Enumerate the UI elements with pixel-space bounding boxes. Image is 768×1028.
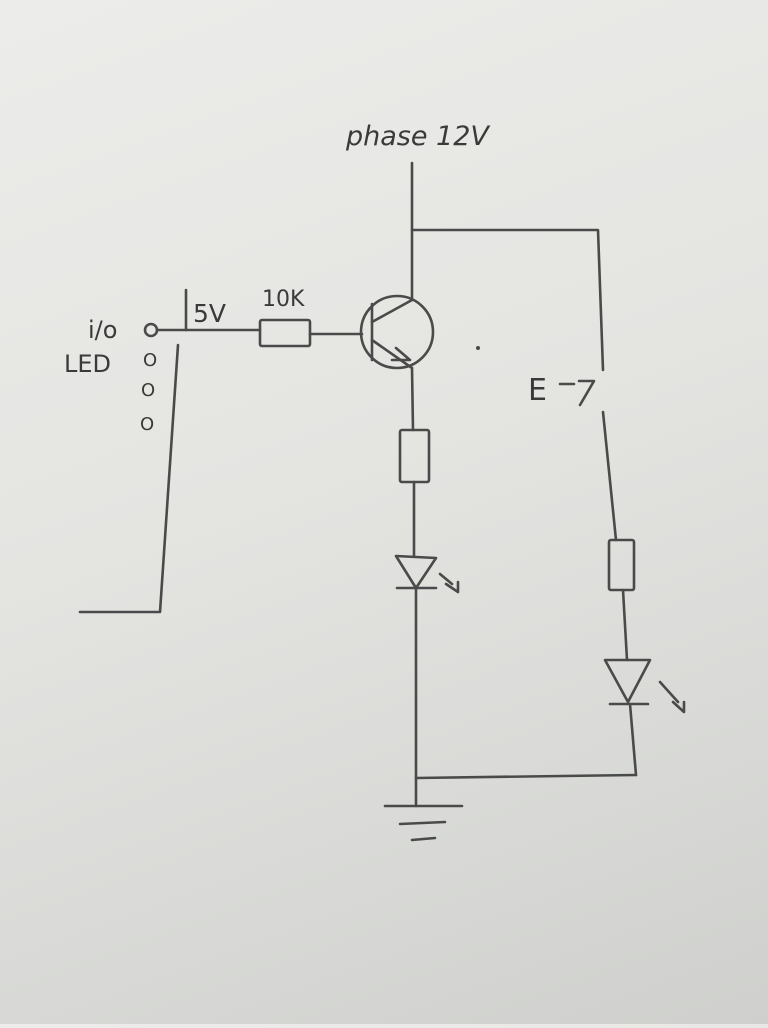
pin-label: O bbox=[140, 414, 154, 435]
npn-transistor-icon bbox=[359, 294, 435, 370]
emitter-wire bbox=[410, 366, 415, 432]
pen-dot bbox=[476, 346, 480, 350]
board-outline bbox=[78, 288, 188, 614]
io-label: i/o bbox=[88, 316, 117, 344]
led-icon bbox=[394, 554, 460, 594]
pin-label: O bbox=[141, 380, 155, 401]
switch-icon bbox=[558, 379, 596, 407]
resistor-value-label: 10K bbox=[262, 287, 305, 312]
io-pin-icon bbox=[143, 322, 159, 338]
supply-label: phase 12V bbox=[345, 121, 491, 152]
switch-label: E bbox=[528, 373, 547, 408]
return-wire bbox=[414, 773, 638, 780]
branch-wire-right-3 bbox=[628, 702, 638, 777]
resistor-icon bbox=[398, 428, 431, 484]
pin-label: O bbox=[143, 350, 157, 371]
branch-wire-top bbox=[410, 228, 605, 372]
resistor-icon bbox=[607, 538, 636, 592]
led-label: LED bbox=[64, 350, 111, 378]
branch-wire-right-2 bbox=[621, 588, 629, 662]
five-volt-label: 5V bbox=[193, 299, 226, 328]
ground-icon bbox=[383, 804, 464, 842]
branch-wire-right bbox=[601, 410, 618, 542]
resistor-icon bbox=[258, 318, 312, 348]
led-icon bbox=[603, 658, 686, 714]
